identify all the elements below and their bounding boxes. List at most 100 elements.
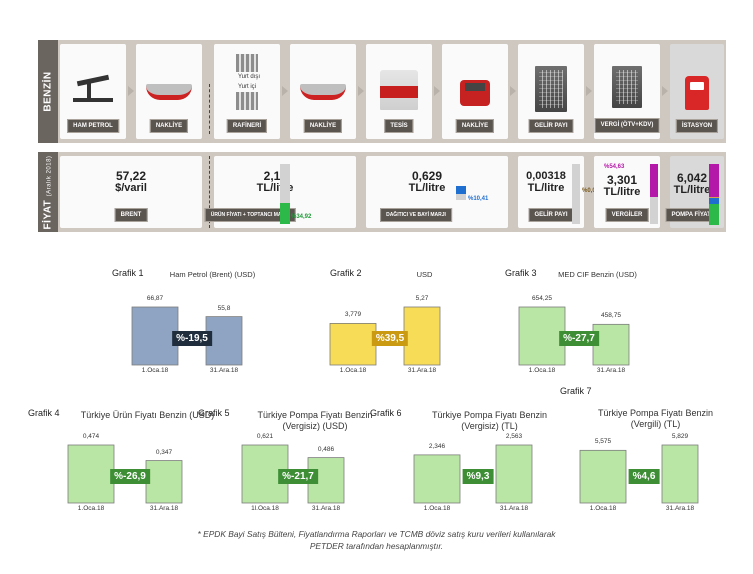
stack-segment-vergi xyxy=(709,164,719,197)
footnote: * EPDK Bayi Satış Bülteni, Fiyatlandırma… xyxy=(0,528,753,552)
tanker-ship-icon xyxy=(146,84,192,100)
step-label: NAKLİYE xyxy=(303,119,343,133)
bar xyxy=(413,454,461,504)
chart-title: Ham Petrol (Brent) (USD) xyxy=(169,270,256,279)
share-bar xyxy=(650,164,658,224)
step-tesis: TESİS xyxy=(366,44,432,139)
bar-chart-g1: Grafik 1 Ham Petrol (Brent) (USD) 66,87 1.O… xyxy=(112,268,262,377)
step-rafineri: Yurt dışı Yurt içi RAFİNERİ xyxy=(214,44,280,139)
price-side-label: FİYAT (Aralık 2018) xyxy=(38,152,58,232)
bar xyxy=(131,306,179,366)
building-icon xyxy=(612,66,642,108)
refinery-note-domestic: Yurt içi xyxy=(238,84,257,90)
tanker-ship-icon xyxy=(300,84,346,100)
bar xyxy=(592,323,630,366)
step-nakliye-1: NAKLİYE xyxy=(136,44,202,139)
change-badge: %-26,9 xyxy=(110,469,150,484)
bar-value-label: 654,25 xyxy=(532,295,552,302)
arrow-icon xyxy=(586,86,592,96)
bar-value-label: 5,829 xyxy=(671,433,689,440)
x-tick-label: 31.Ara.18 xyxy=(311,505,341,512)
arrow-icon xyxy=(282,86,288,96)
share-bar xyxy=(280,164,290,224)
x-tick-label: 31.Ara.18 xyxy=(499,505,529,512)
share-bar xyxy=(572,164,580,224)
refinery-icon xyxy=(236,92,258,110)
stack-segment-urun xyxy=(709,204,719,226)
bars-svg xyxy=(413,444,533,504)
share-bar xyxy=(456,186,466,200)
step-label: VERGİ (ÖTV+KDV) xyxy=(594,118,660,133)
bar xyxy=(67,444,115,504)
bars-svg xyxy=(518,306,630,366)
step-label: GELİR PAYI xyxy=(528,119,574,133)
price-label: VERGİLER xyxy=(605,208,649,222)
share-bar-fill xyxy=(280,203,290,224)
stack-segment-gelir xyxy=(709,196,719,198)
bar xyxy=(495,444,533,504)
change-badge: %39,5 xyxy=(371,331,409,346)
chart-title: Türkiye Pompa Fiyatı Benzin (Vergisiz) (… xyxy=(257,410,373,431)
chart-label: Grafik 6 xyxy=(370,408,402,418)
divider xyxy=(209,156,210,228)
arrow-icon xyxy=(510,86,516,96)
step-label: RAFİNERİ xyxy=(226,119,268,133)
chart-title: Türkiye Pompa Fiyatı Benzin (Vergili) (T… xyxy=(597,408,714,429)
share-percent: %34,92 xyxy=(291,214,312,220)
bar-value-label: 0,486 xyxy=(317,445,335,453)
step-label: İSTASYON xyxy=(675,119,719,133)
bar-value-label: 458,75 xyxy=(601,312,621,320)
chart-label: Grafik 1 xyxy=(112,268,144,278)
x-tick-label: 31.Ara.18 xyxy=(149,505,179,512)
x-tick-label: 1.Oca.18 xyxy=(141,367,169,374)
chart-label: Grafik 5 xyxy=(198,408,230,418)
step-label: NAKLİYE xyxy=(149,119,189,133)
pumpjack-icon xyxy=(73,78,113,102)
step-nakliye-2: NAKLİYE xyxy=(290,44,356,139)
bar-value-label: 0,621 xyxy=(256,433,274,440)
bar-value-label: 55,8 xyxy=(217,304,231,312)
bar-value-label: 0,474 xyxy=(82,433,100,440)
chart-title: MED CIF Benzin (USD) xyxy=(558,270,637,279)
refinery-note-abroad: Yurt dışı xyxy=(238,74,261,80)
bars-svg xyxy=(131,306,243,366)
storage-tank-icon xyxy=(380,70,418,110)
x-tick-label: 31.Ara.18 xyxy=(596,367,626,374)
change-badge: %-27,7 xyxy=(559,331,599,346)
arrow-icon xyxy=(434,86,440,96)
x-tick-label: 1.Oca.18 xyxy=(77,505,105,512)
arrow-icon xyxy=(358,86,364,96)
refinery-icon xyxy=(236,54,258,72)
bar xyxy=(518,306,566,366)
change-badge: %4,6 xyxy=(628,469,660,484)
bar-value-label: 66,87 xyxy=(146,295,164,302)
share-percent: %10,41 xyxy=(468,196,489,202)
bar-chart-g5: Grafik 5 Türkiye Pompa Fiyatı Benzin (Ver… xyxy=(198,408,373,515)
x-tick-label: 31.Ara.18 xyxy=(209,367,239,374)
bar-value-label: 2,563 xyxy=(505,433,523,440)
bars-svg xyxy=(241,444,345,504)
step-label: TESİS xyxy=(384,119,414,133)
bars-svg xyxy=(579,444,699,504)
bar xyxy=(403,306,441,366)
x-tick-label: 31.Ara.18 xyxy=(407,367,437,374)
chart-title: USD xyxy=(416,270,433,279)
footnote-line: PETDER tarafından hesaplanmıştır. xyxy=(309,541,444,551)
share-bar-fill xyxy=(650,164,658,197)
stack-segment-dagitici xyxy=(709,197,719,205)
price-label: DAĞITICI VE BAYİ MARJI xyxy=(380,208,452,222)
bar xyxy=(205,316,243,366)
x-tick-label: 1.Oca.18 xyxy=(339,367,367,374)
chart-label: Grafik 4 xyxy=(28,408,60,418)
price-composition-stack xyxy=(709,164,719,226)
step-istasyon: İSTASYON xyxy=(670,44,724,139)
x-tick-label: 1l.Oca.18 xyxy=(251,505,279,512)
